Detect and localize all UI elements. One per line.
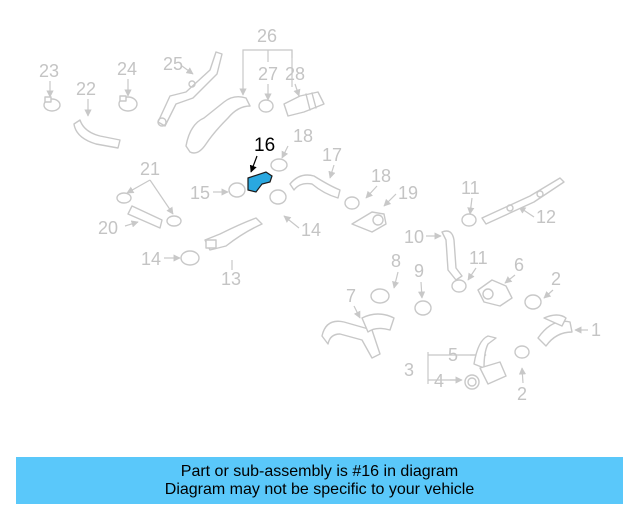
part-2-clamp-b — [514, 345, 530, 359]
callout-19: 19 — [398, 183, 418, 203]
callout-11b: 11 — [469, 248, 488, 268]
part-2-clamp-a — [524, 294, 542, 310]
part-22-hose — [73, 119, 121, 149]
part-6-housing — [477, 279, 513, 307]
part-23-clamp — [43, 96, 61, 112]
callout-9: 9 — [414, 261, 424, 281]
part-24-clamp — [118, 95, 138, 112]
callout-7: 7 — [346, 286, 356, 306]
part-14-clamp-b — [180, 250, 200, 266]
part-5-pipe — [473, 335, 497, 369]
part-18-clamp-b — [344, 196, 360, 210]
callout-4: 4 — [434, 371, 444, 391]
callout-21: 21 — [140, 159, 160, 179]
part-19-valve — [351, 211, 387, 233]
parts-diagram: 23 22 24 25 26 27 28 16 18 17 21 15 18 1… — [39, 26, 601, 404]
part-20-hose — [127, 205, 163, 229]
callout-18b: 18 — [371, 166, 391, 186]
callout-14b: 14 — [141, 249, 161, 269]
callout-1: 1 — [591, 320, 601, 340]
callout-27: 27 — [258, 64, 278, 84]
part-25-pipe — [157, 51, 223, 127]
callout-12: 12 — [536, 207, 556, 227]
part-4-gasket — [464, 374, 480, 390]
part-27-clamp — [258, 99, 274, 113]
caption-line-1: Part or sub-assembly is #16 in diagram — [180, 462, 459, 480]
callout-23: 23 — [39, 61, 59, 81]
part-17-hose — [289, 174, 341, 199]
callout-16: 16 — [254, 135, 275, 156]
callout-15: 15 — [190, 183, 210, 203]
callout-6: 6 — [514, 255, 524, 275]
part-3-outlet — [479, 361, 507, 385]
part-1-hose — [537, 314, 573, 347]
part-8-clamp — [370, 288, 390, 304]
caption-banner: Part or sub-assembly is #16 in diagram D… — [16, 457, 623, 504]
part-11-clamp-b — [451, 279, 467, 293]
callout-11a: 11 — [461, 178, 480, 198]
part-21-clamp-b — [166, 215, 182, 227]
leader-lines — [46, 49, 588, 384]
part-18-clamp-a — [270, 158, 288, 172]
callout-2b: 2 — [517, 384, 527, 404]
callout-13: 13 — [221, 269, 241, 289]
caption-line-2: Diagram may not be specific to your vehi… — [164, 480, 475, 498]
callout-24: 24 — [117, 59, 137, 79]
part-15-clamp — [228, 182, 246, 198]
callout-3: 3 — [404, 360, 414, 380]
callout-8: 8 — [391, 251, 401, 271]
callout-28: 28 — [285, 64, 305, 84]
part-9-clamp — [414, 300, 432, 316]
part-16-fitting — [247, 155, 273, 193]
callout-17: 17 — [322, 145, 342, 165]
callout-2a: 2 — [551, 269, 561, 289]
callout-18a: 18 — [293, 126, 313, 146]
part-14-clamp-a — [269, 189, 287, 205]
part-13-hose — [204, 217, 263, 251]
callout-20: 20 — [98, 218, 118, 238]
callout-10: 10 — [404, 227, 424, 247]
part-21-clamp-a — [116, 192, 132, 204]
part-11-clamp-a — [461, 213, 477, 227]
callout-26: 26 — [257, 26, 277, 46]
callout-22: 22 — [76, 79, 96, 99]
callout-14a: 14 — [301, 220, 321, 240]
part-7-hose — [321, 313, 395, 359]
part-10-hose — [441, 230, 463, 281]
part-26-hose — [185, 95, 251, 154]
part-12-pipe — [481, 177, 565, 225]
callout-25: 25 — [163, 54, 183, 74]
part-28-hose — [283, 91, 325, 117]
